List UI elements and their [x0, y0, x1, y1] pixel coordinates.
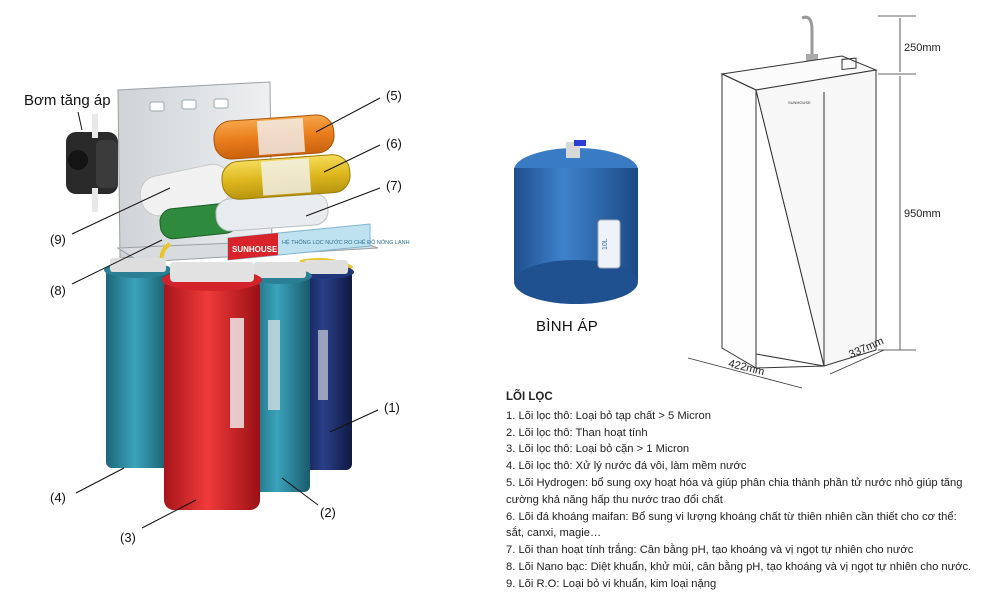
callout-7: (7)	[386, 178, 402, 193]
callout-8: (8)	[50, 283, 66, 298]
tank-sticker: 10L	[602, 238, 609, 250]
pressure-tank: 10L	[514, 140, 638, 304]
callout-5: (5)	[386, 88, 402, 103]
cabinet-brand: SUNHOUSE	[788, 100, 811, 105]
legend-item-9: 9. Lõi R.O: Loại bỏ vi khuẩn, kim loại n…	[506, 577, 717, 590]
banner-text: HỆ THỐNG LỌC NƯỚC RO CHẾ ĐỘ NÓNG LẠNH	[282, 238, 410, 246]
hydrogen-filter-5	[213, 114, 335, 160]
dimension-height: 950mm	[904, 208, 941, 220]
filter-housing-1	[298, 260, 354, 470]
brand-logo: SUNHOUSE	[232, 245, 278, 254]
callout-9: (9)	[50, 232, 66, 247]
filter-housing-3	[162, 262, 262, 510]
filter-legend: LÕI LỌC 1. Lõi lọc thô: Loại bỏ tạp chất…	[506, 389, 976, 593]
maifan-filter-6	[221, 154, 351, 200]
legend-title: LÕI LỌC	[506, 391, 553, 403]
legend-item-3: 3. Lõi lọc thô: Loại bỏ cặn > 1 Micron	[506, 443, 690, 456]
legend-item-5: 5. Lõi Hydrogen: bổ sung oxy hoạt hóa và…	[506, 476, 963, 506]
legend-item-7: 7. Lõi than hoạt tính trắng: Cân bằng pH…	[506, 544, 914, 557]
filter-housing-2	[248, 262, 312, 492]
legend-item-2: 2. Lõi lọc thô: Than hoạt tính	[506, 426, 648, 439]
booster-pump-label: Bơm tăng áp	[24, 92, 111, 109]
callout-1: (1)	[384, 400, 400, 415]
legend-item-6: 6. Lõi đá khoáng maifan: Bổ sung vi lượn…	[506, 510, 957, 540]
cabinet: SUNHOUSE	[687, 15, 916, 389]
callout-6: (6)	[386, 136, 402, 151]
callout-2: (2)	[320, 505, 336, 520]
legend-item-1: 1. Lõi lọc thô: Loại bỏ tạp chất > 5 Mic…	[506, 409, 711, 422]
callout-3: (3)	[120, 530, 136, 545]
brand-banner: SUNHOUSE HỆ THỐNG LỌC NƯỚC RO CHẾ ĐỘ NÓN…	[227, 223, 410, 261]
dimension-top: 250mm	[904, 42, 941, 54]
pressure-tank-label: BÌNH ÁP	[536, 318, 599, 335]
legend-item-4: 4. Lõi lọc thô: Xử lý nước đá vôi, làm m…	[506, 460, 747, 473]
legend-item-8: 8. Lõi Nano bạc: Diệt khuẩn, khử mùi, câ…	[506, 560, 972, 573]
callout-4: (4)	[50, 490, 66, 505]
filter-housing-4	[104, 258, 172, 468]
booster-pump	[66, 114, 118, 212]
filter-system: SUNHOUSE HỆ THỐNG LỌC NƯỚC RO CHẾ ĐỘ NÓN…	[66, 81, 410, 529]
